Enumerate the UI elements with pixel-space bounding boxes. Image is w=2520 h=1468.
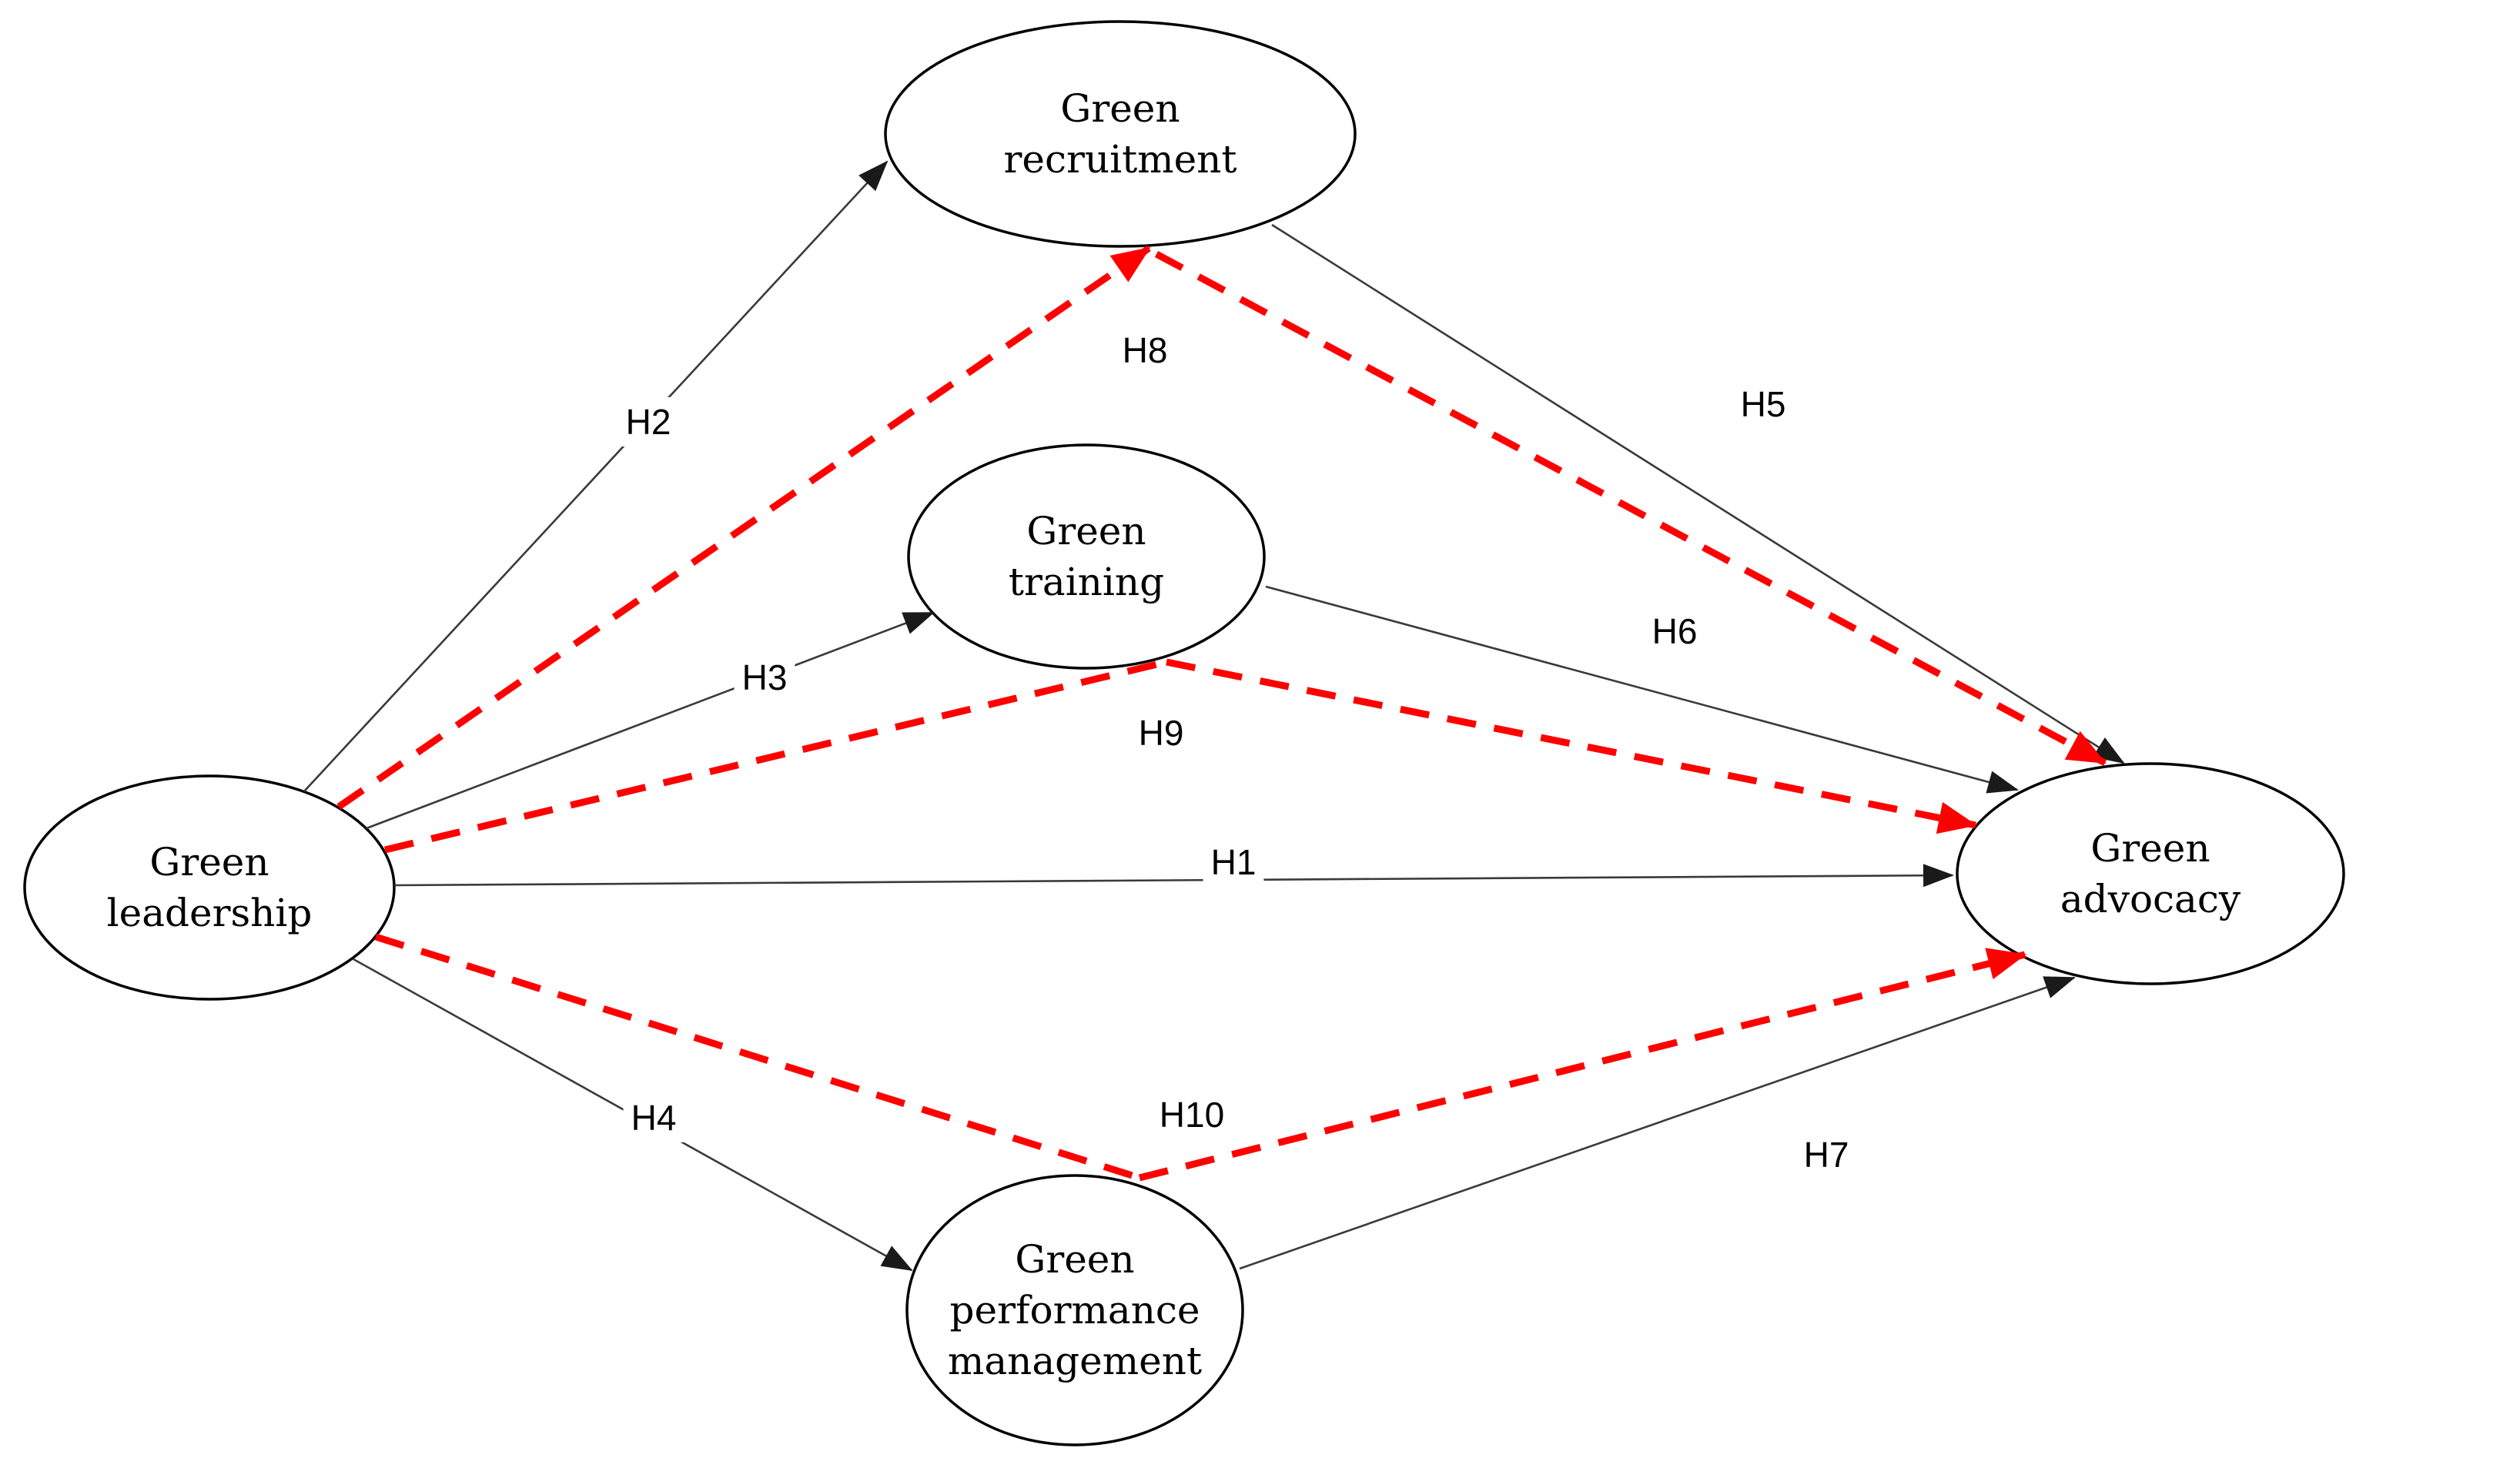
nodes-layer: [23, 20, 2345, 1446]
edge-label-bg-H3: [734, 653, 795, 702]
node-label-recruitment: Green recruitment: [1004, 86, 1237, 182]
node-ellipse-advocacy: [1956, 762, 2345, 985]
edge-label-H5: H5: [1732, 380, 1794, 429]
edge-H3-segment-1: [366, 611, 935, 830]
edge-label-H10: H10: [1151, 1090, 1233, 1139]
node-label-line-training-2: training: [1009, 560, 1164, 604]
node-label-line-performance-3: management: [948, 1339, 1202, 1383]
edge-H6-segment-1: [1265, 585, 2019, 794]
edge-label-H4: H4: [623, 1093, 684, 1142]
node-label-line-performance-2: performance: [949, 1288, 1200, 1333]
edge-label-text-H6: H6: [1652, 611, 1698, 651]
node-label-performance: Green performance management: [948, 1237, 1202, 1383]
edge-label-bg-H8: [1114, 326, 1176, 375]
edge-H1-segment-1: [393, 864, 1954, 888]
edge-label-bg-H9: [1130, 708, 1192, 757]
edge-label-H9: H9: [1130, 708, 1192, 757]
node-ellipse-performance: [905, 1174, 1244, 1446]
edge-label-bg-H1: [1203, 838, 1264, 887]
edge-H7-segment-1: [1239, 976, 2076, 1270]
node-label-line-advocacy-2: advocacy: [2060, 877, 2241, 921]
edge-label-text-H5: H5: [1741, 384, 1786, 424]
edge-label-H8: H8: [1114, 326, 1176, 375]
edge-H10-segment-2: [1138, 948, 2026, 1182]
edge-label-text-H2: H2: [626, 402, 671, 442]
node-label-line-recruitment-1: Green: [1060, 86, 1180, 131]
edge-label-H2: H2: [617, 397, 679, 446]
edge-label-bg-H5: [1732, 380, 1794, 429]
edge-H10-segment-1: [374, 933, 1141, 1182]
edge-label-text-H7: H7: [1804, 1135, 1849, 1175]
edge-label-H3: H3: [734, 653, 795, 702]
edge-label-bg-H10: [1151, 1090, 1233, 1139]
edge-H8-segment-2: [1154, 251, 2107, 766]
node-ellipse-recruitment: [884, 20, 1357, 248]
edge-label-text-H9: H9: [1139, 713, 1184, 753]
edge-label-text-H10: H10: [1160, 1095, 1224, 1135]
node-label-line-advocacy-1: Green: [2090, 826, 2210, 871]
node-label-line-training-1: Green: [1026, 509, 1146, 553]
edges-layer: [303, 160, 2125, 1272]
node-label-advocacy: Green advocacy: [2060, 826, 2241, 921]
node-label-line-leadership-1: Green: [149, 840, 269, 884]
node-ellipse-leadership: [23, 774, 396, 1001]
edge-H5-segment-1: [1271, 223, 2125, 764]
edge-label-text-H1: H1: [1211, 842, 1257, 882]
edge-H2-segment-1: [303, 160, 889, 792]
edge-label-H1: H1: [1203, 838, 1264, 887]
node-label-line-leadership-2: leadership: [107, 891, 313, 935]
edge-label-H7: H7: [1795, 1130, 1857, 1179]
node-label-line-performance-1: Green: [1015, 1237, 1134, 1282]
edge-label-H6: H6: [1644, 607, 1705, 656]
edge-label-text-H8: H8: [1123, 330, 1168, 370]
node-label-leadership: Green leadership: [107, 840, 313, 935]
edge-label-bg-H6: [1644, 607, 1705, 656]
edge-H9-segment-2: [1166, 658, 1977, 834]
edge-label-bg-H4: [623, 1093, 684, 1142]
edge-label-text-H3: H3: [742, 657, 788, 697]
edge-label-text-H4: H4: [631, 1098, 677, 1138]
node-ellipse-training: [907, 443, 1266, 670]
edge-label-bg-H2: [617, 397, 679, 446]
node-label-line-recruitment-2: recruitment: [1004, 137, 1237, 182]
edge-label-bg-H7: [1795, 1130, 1857, 1179]
edge-H8-segment-1: [336, 245, 1152, 810]
node-label-training: Green training: [1009, 509, 1164, 604]
edge-H9-segment-1: [383, 658, 1168, 854]
